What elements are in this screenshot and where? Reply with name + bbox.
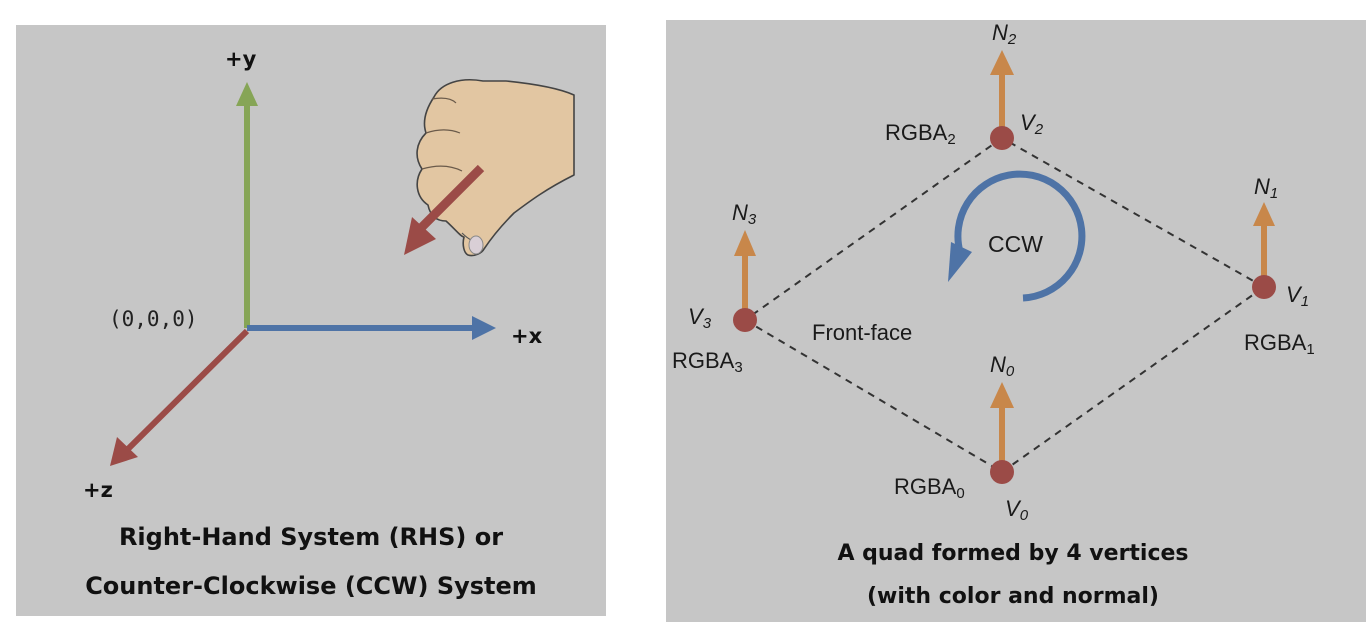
quad-vertices-panel: CCW Front-face V0 N0 RGBA0 V1 N1 RGBA1 V… [666,20,1366,622]
edge-v3-v0 [744,319,1003,473]
z-axis-arrowhead [110,437,138,466]
color-rgba3-label: RGBA3 [672,348,743,376]
coordinate-system-diagram: +y +x +z (0,0,0) Right-Hand System (RHS)… [83,47,575,600]
caption-line-1: Right-Hand System (RHS) or [119,523,503,551]
caption-line-2: Counter-Clockwise (CCW) System [85,572,537,600]
vertex-v3 [733,308,757,332]
edge-v2-v3 [744,137,1003,321]
color-rgba1-label: RGBA1 [1244,330,1315,358]
right-hand-thumb-icon [404,79,575,257]
origin-label: (0,0,0) [109,307,198,331]
vertices [733,126,1276,484]
caption-line-2: (with color and normal) [867,584,1159,609]
ccw-winding-arrow [948,170,1086,302]
normal-n0-arrowhead [990,382,1014,408]
normal-n3-label: N3 [732,200,757,228]
vertex-v3-label: V3 [688,304,712,332]
y-axis-arrowhead [236,82,258,106]
normal-n3-arrowhead [734,230,756,256]
normal-n1-arrowhead [1253,202,1275,226]
vertex-v1 [1252,275,1276,299]
z-axis [125,328,250,452]
vertex-v2 [990,126,1014,150]
edge-v0-v1 [1001,286,1265,473]
normal-n2-label: N2 [992,20,1017,48]
color-rgba0-label: RGBA0 [894,474,965,502]
ccw-label: CCW [988,231,1043,257]
y-axis-label: +y [225,47,257,71]
normal-n2-arrowhead [990,50,1014,75]
vertex-v1-label: V1 [1286,282,1309,310]
caption-line-1: A quad formed by 4 vertices [837,541,1188,566]
front-face-label: Front-face [812,320,912,345]
ccw-arrowhead-icon [948,242,972,282]
edge-v1-v2 [1001,137,1265,288]
vertex-v0-label: V0 [1005,496,1029,524]
coordinate-system-panel: +y +x +z (0,0,0) Right-Hand System (RHS)… [16,25,606,616]
vertex-v2-label: V2 [1020,110,1044,138]
z-axis-label: +z [83,478,113,502]
quad-edges [744,137,1265,473]
x-axis-label: +x [511,324,543,348]
vertex-v0 [990,460,1014,484]
x-axis-arrowhead [472,316,496,340]
normal-n0-label: N0 [990,352,1015,380]
color-rgba2-label: RGBA2 [885,120,956,148]
quad-diagram: CCW Front-face V0 N0 RGBA0 V1 N1 RGBA1 V… [672,20,1315,609]
normals [734,50,1275,472]
normal-n1-label: N1 [1254,174,1278,202]
